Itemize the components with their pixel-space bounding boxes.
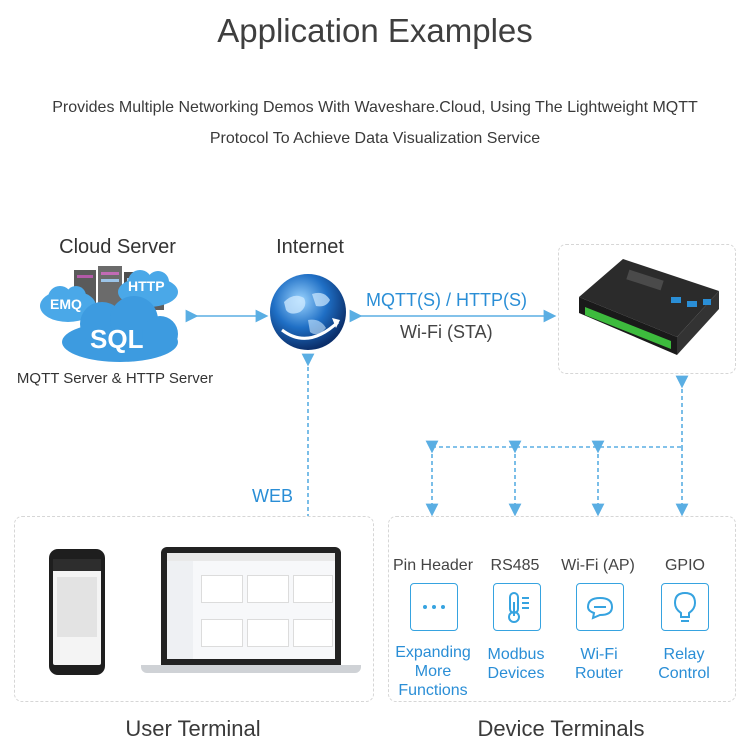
relay-board-box	[558, 244, 736, 374]
wifi-sta-label: Wi-Fi (STA)	[400, 322, 493, 342]
lightbulb-icon	[661, 583, 709, 631]
subtitle-line-2: Protocol To Achieve Data Visualization S…	[209, 130, 541, 147]
sql-cloud-icon	[62, 296, 178, 362]
device-item-title-gpio: GPIO	[664, 557, 705, 574]
laptop-icon	[161, 547, 341, 665]
user-terminal-title: User Terminal	[125, 716, 261, 741]
page-title: Application Examples	[217, 12, 533, 49]
mqtt-http-label: MQTT(S) / HTTP(S)	[366, 290, 527, 310]
device-item-desc-gpio: Relay Control	[658, 646, 710, 682]
thermometer-icon	[493, 583, 541, 631]
phone-icon	[49, 549, 105, 675]
web-label: WEB	[252, 486, 294, 506]
device-terminals-title: Device Terminals	[477, 716, 645, 741]
cloud-server-label: Cloud Server	[59, 236, 176, 258]
relay-board-icon	[579, 259, 719, 355]
cloud-server-caption: MQTT Server & HTTP Server	[16, 370, 214, 387]
user-terminal-box	[14, 516, 374, 702]
sql-tag: SQL	[90, 324, 144, 354]
internet-label: Internet	[276, 236, 344, 258]
dots-icon	[410, 583, 458, 631]
device-item-desc-wifi-ap: Wi-Fi Router	[574, 646, 624, 682]
device-item-title-pin-header: Pin Header	[392, 557, 474, 574]
http-tag: HTTP	[128, 278, 165, 294]
globe-icon	[268, 272, 348, 352]
cloud-server-illustration: EMQ HTTP SQL	[30, 262, 190, 367]
emq-tag: EMQ	[50, 296, 82, 312]
device-item-title-rs485: RS485	[490, 557, 540, 574]
device-item-desc-pin-header: Expanding More Functions	[395, 644, 471, 699]
router-icon	[576, 583, 624, 631]
subtitle-line-1: Provides Multiple Networking Demos With …	[52, 99, 698, 116]
laptop-base	[141, 665, 361, 673]
emq-cloud-icon	[40, 286, 96, 322]
device-item-desc-rs485: Modbus Devices	[487, 646, 545, 682]
device-item-title-wifi-ap: Wi-Fi (AP)	[561, 557, 635, 574]
